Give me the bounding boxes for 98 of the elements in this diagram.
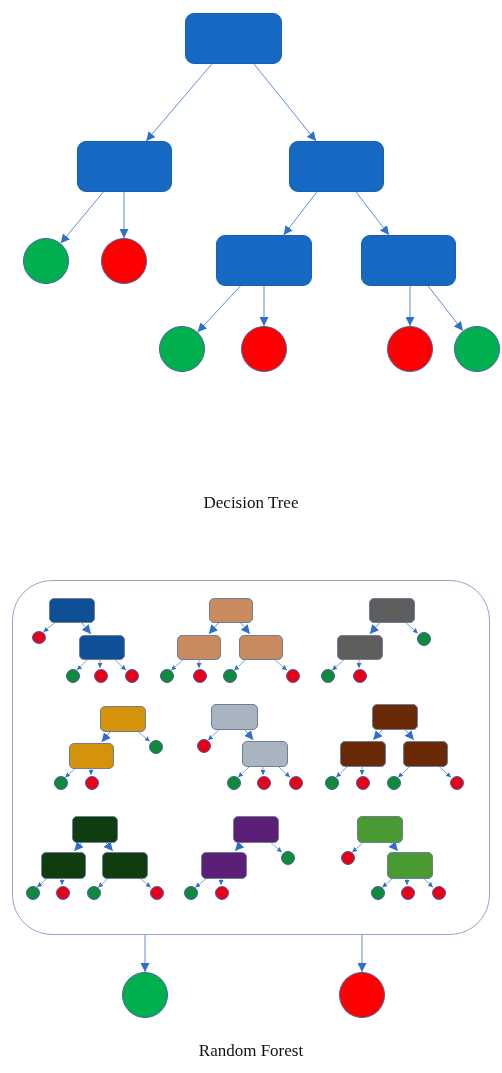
leaf-circle (184, 886, 198, 900)
leaf-circle (197, 739, 211, 753)
decision-box (209, 598, 253, 623)
decision-box (216, 235, 312, 286)
arrow (355, 191, 390, 236)
leaf-circle (257, 776, 271, 790)
arrow (145, 63, 213, 142)
arrow (218, 877, 224, 886)
arrow (119, 191, 129, 239)
arrow (88, 767, 94, 776)
decision-box (72, 816, 118, 843)
arrow (208, 621, 220, 635)
arrow (405, 285, 415, 327)
decision-box (387, 852, 433, 879)
leaf-circle (417, 632, 431, 646)
decision-box (102, 852, 148, 879)
decision-box (340, 741, 386, 767)
leaf-circle (56, 886, 70, 900)
decision-box (41, 852, 86, 879)
leaf-circle (387, 776, 401, 790)
decision-box (403, 741, 448, 767)
leaf-circle (94, 669, 108, 683)
decision-box (49, 598, 95, 623)
arrow (234, 841, 245, 852)
arrow (140, 934, 150, 973)
leaf-circle (87, 886, 101, 900)
caption-text: Random Forest (197, 1041, 305, 1061)
arrow (239, 621, 251, 635)
arrow (101, 730, 112, 743)
arrow (404, 728, 415, 741)
decision-box (185, 13, 282, 64)
class-circle (387, 326, 433, 372)
leaf-circle (85, 776, 99, 790)
decision-box (369, 598, 415, 623)
arrow (73, 841, 84, 852)
arrow (103, 841, 114, 852)
leaf-circle (341, 851, 355, 865)
leaf-circle (289, 776, 303, 790)
leaf-circle (371, 886, 385, 900)
leaf-circle (54, 776, 68, 790)
arrow (259, 285, 269, 327)
class-circle (101, 238, 147, 284)
leaf-circle (215, 886, 229, 900)
leaf-circle (193, 669, 207, 683)
leaf-circle (401, 886, 415, 900)
leaf-circle (321, 669, 335, 683)
class-circle (241, 326, 287, 372)
leaf-circle (356, 776, 370, 790)
arrow (197, 285, 241, 333)
arrow (283, 191, 318, 236)
arrow (427, 285, 464, 332)
leaf-circle (432, 886, 446, 900)
arrow (404, 877, 410, 886)
decision-box (239, 635, 283, 660)
leaf-circle (150, 886, 164, 900)
leaf-circle (286, 669, 300, 683)
forest-panel (12, 580, 490, 935)
arrow (243, 728, 254, 741)
decision-box (289, 141, 384, 192)
arrow (59, 877, 65, 886)
leaf-circle (125, 669, 139, 683)
class-circle (122, 972, 168, 1018)
decision-box (361, 235, 456, 286)
decision-box (77, 141, 172, 192)
decision-box (233, 816, 279, 843)
arrow (369, 621, 381, 635)
arrow (357, 934, 367, 973)
leaf-circle (32, 631, 46, 644)
decision-box (372, 704, 418, 730)
leaf-circle (325, 776, 339, 790)
arrow (388, 841, 399, 852)
decision-box (100, 706, 146, 732)
leaf-circle (160, 669, 174, 683)
arrow (372, 728, 384, 741)
leaf-circle (66, 669, 80, 683)
decision-box (69, 743, 114, 769)
arrow (253, 63, 317, 142)
decision-box (337, 635, 383, 660)
decision-box (357, 816, 403, 843)
leaf-circle (227, 776, 241, 790)
decision-box (79, 635, 125, 660)
decision-box (211, 704, 258, 730)
class-circle (454, 326, 500, 372)
decision-box (201, 852, 247, 879)
decision-box (242, 741, 288, 767)
class-circle (159, 326, 205, 372)
leaf-circle (149, 740, 163, 754)
leaf-circle (223, 669, 237, 683)
caption-text: Decision Tree (202, 493, 300, 513)
decision-box (177, 635, 221, 660)
arrow (60, 191, 104, 244)
leaf-circle (450, 776, 464, 790)
class-circle (23, 238, 69, 284)
arrow (80, 621, 92, 635)
leaf-circle (353, 669, 367, 683)
leaf-circle (26, 886, 40, 900)
leaf-circle (281, 851, 295, 865)
class-circle (339, 972, 385, 1018)
